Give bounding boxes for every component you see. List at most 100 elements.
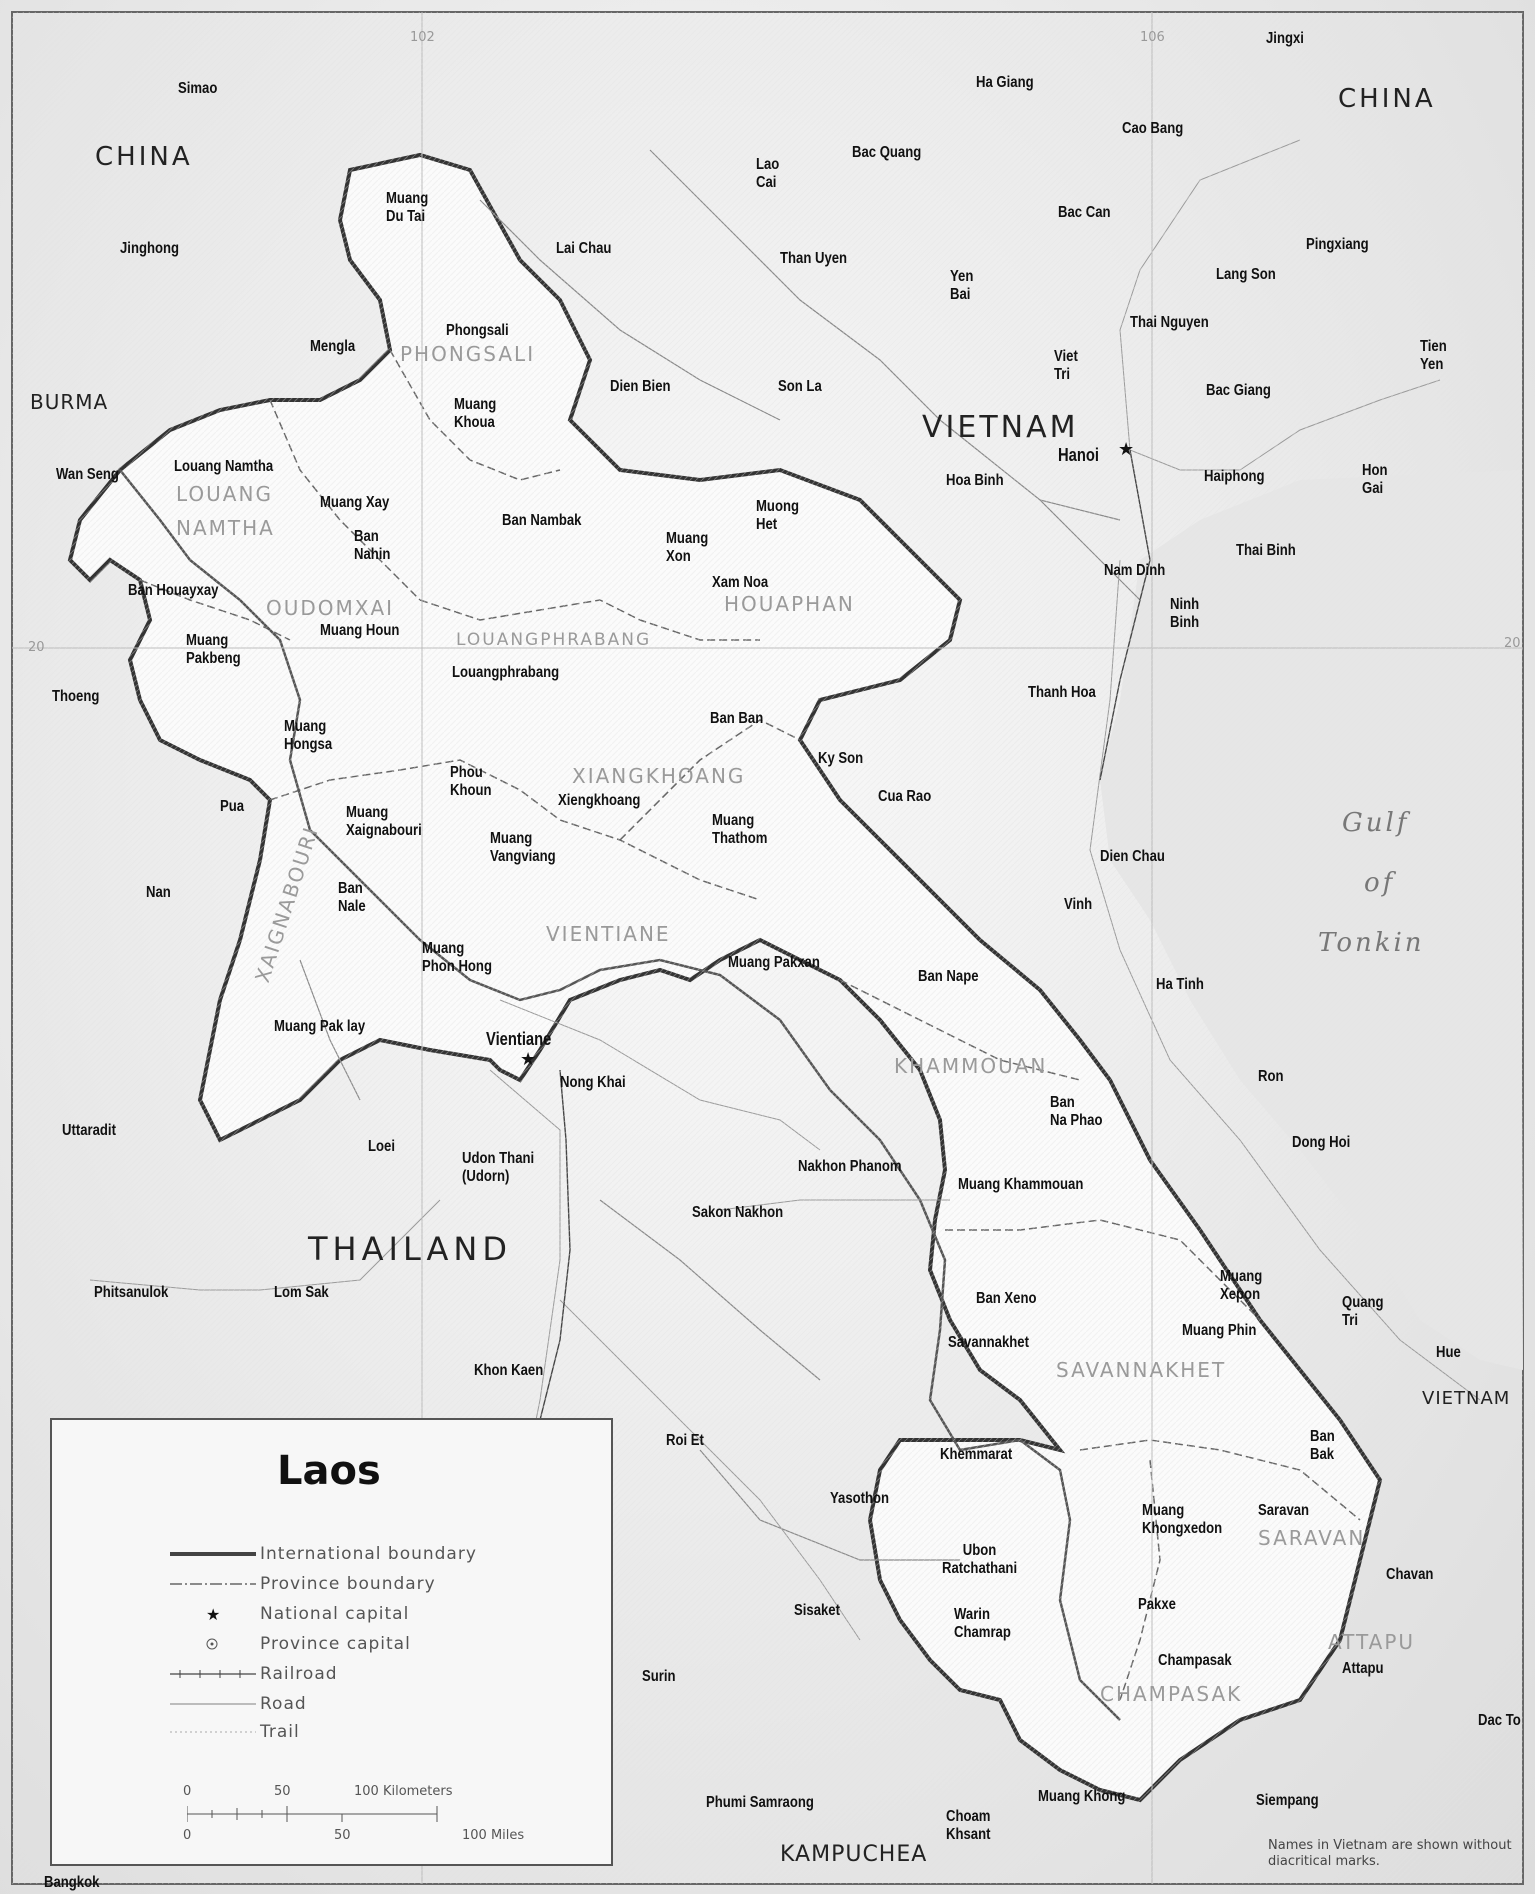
place-khemmarat: Khemmarat (940, 1446, 1013, 1463)
place-chavan: Chavan (1386, 1566, 1434, 1583)
place-dac-to: Dac To (1478, 1712, 1521, 1729)
place-xiengkhoang: Xiengkhoang (558, 792, 641, 809)
place-bangkok: Bangkok (44, 1874, 100, 1891)
place-hoa-binh: Hoa Binh (946, 472, 1004, 489)
place-cua-rao: Cua Rao (878, 788, 932, 805)
place-champasak: Champasak (1158, 1652, 1232, 1669)
scale-mi-50: 50 (334, 1828, 351, 1843)
place-ban-houayxay: Ban Houayxay (128, 582, 219, 599)
place-uttaradit: Uttaradit (62, 1122, 116, 1139)
place-ron: Ron (1258, 1068, 1284, 1085)
place-lom-sak: Lom Sak (274, 1284, 329, 1301)
place-khon-kaen: Khon Kaen (474, 1362, 544, 1379)
place-muang-khongxedon: Muang Khongxedon (1142, 1502, 1223, 1537)
place-louang-namtha: Louang Namtha (174, 458, 274, 475)
place-yen-bai: Yen Bai (950, 268, 974, 303)
place-roi-et: Roi Et (666, 1432, 704, 1449)
legend-item-road: Road (170, 1692, 550, 1716)
place-sakon-nakhon: Sakon Nakhon (692, 1204, 784, 1221)
place-muang-du-tai: Muang Du Tai (386, 190, 429, 225)
country-label-kampuchea: KAMPUCHEA (780, 1842, 928, 1867)
svg-text:★: ★ (206, 1605, 220, 1624)
place-nong-khai: Nong Khai (560, 1074, 626, 1091)
place-muang-khammouan: Muang Khammouan (958, 1176, 1084, 1193)
place-bac-quang: Bac Quang (852, 144, 922, 161)
place-dien-chau: Dien Chau (1100, 848, 1165, 865)
place-ninh-binh: Ninh Binh (1170, 596, 1200, 631)
scale-km-zero: 0 (183, 1784, 192, 1799)
legend-item-trail: Trail (170, 1720, 550, 1744)
place-sisaket: Sisaket (794, 1602, 840, 1619)
place-warin-chamrap: Warin Chamrap (954, 1606, 1011, 1641)
place-hue: Hue (1436, 1344, 1461, 1361)
place-ban-bak: Ban Bak (1310, 1428, 1335, 1463)
place-pakxe: Pakxe (1138, 1596, 1176, 1613)
scale-bar (187, 1806, 438, 1822)
place-muang-khong: Muang Khong (1038, 1788, 1126, 1805)
legend-item-province-capital: Province capital (170, 1632, 550, 1656)
place-ban-nambak: Ban Nambak (502, 512, 582, 529)
province-label-xiangkhoang: XIANGKHOANG (572, 764, 746, 788)
place-haiphong: Haiphong (1204, 468, 1265, 485)
place-vientiane: Vientiane (486, 1029, 552, 1049)
place-louangphrabang: Louangphrabang (452, 664, 560, 681)
place-ha-giang: Ha Giang (976, 74, 1034, 91)
country-label-vietnam-se: VIETNAM (1422, 1388, 1511, 1409)
grid-label-20-west: 20 (28, 640, 45, 655)
legend-item-province-boundary: Province boundary (170, 1572, 550, 1596)
legend-item-railroad: Railroad (170, 1662, 550, 1686)
place-bac-can: Bac Can (1058, 204, 1111, 221)
place-than-uyen: Than Uyen (780, 250, 848, 267)
place-muang-phin: Muang Phin (1182, 1322, 1257, 1339)
place-cao-bang: Cao Bang (1122, 120, 1184, 137)
place-nan: Nan (146, 884, 171, 901)
province-label-attapu: ATTAPU (1328, 1630, 1416, 1654)
province-label-oudomxai: OUDOMXAI (266, 596, 395, 620)
place-muang-xon: Muang Xon (666, 530, 709, 565)
railroad-icon (170, 1670, 256, 1678)
province-label-saravan: SARAVAN (1258, 1526, 1366, 1550)
place-quang-tri: Quang Tri (1342, 1294, 1384, 1329)
circled-dot-icon (206, 1638, 218, 1650)
place-muang-xaignabouri: Muang Xaignabouri (346, 804, 422, 839)
place-muang-xepon: Muang Xepon (1220, 1268, 1263, 1303)
province-label-vientiane: VIENTIANE (546, 922, 671, 946)
place-ban-na-phao: Ban Na Phao (1050, 1094, 1103, 1129)
place-viet-tri: Viet Tri (1054, 348, 1078, 383)
place-thai-binh: Thai Binh (1236, 542, 1296, 559)
place-muang-hongsa: Muang Hongsa (284, 718, 333, 753)
map-title: Laos (277, 1448, 381, 1494)
place-surin: Surin (642, 1668, 676, 1685)
place-tien-yen: Tien Yen (1420, 338, 1447, 373)
province-label-namtha: NAMTHA (176, 516, 275, 540)
place-muang-pak-lay: Muang Pak lay (274, 1018, 366, 1035)
place-hon-gai: Hon Gai (1362, 462, 1388, 497)
place-phumi-samraong: Phumi Samraong (706, 1794, 814, 1811)
place-nam-dinh: Nam Dinh (1104, 562, 1166, 579)
place-nakhon-phanom: Nakhon Phanom (798, 1158, 902, 1175)
grid-label-106: 106 (1140, 30, 1165, 45)
province-label-louang: LOUANG (176, 482, 273, 506)
place-bac-giang: Bac Giang (1206, 382, 1271, 399)
place-attapu: Attapu (1342, 1660, 1384, 1677)
country-label-vietnam: VIETNAM (922, 410, 1079, 445)
place-xam-noa: Xam Noa (712, 574, 769, 591)
place-mengla: Mengla (310, 338, 356, 355)
country-label-china-ne: CHINA (1338, 84, 1436, 114)
water-label-of: of (1364, 868, 1396, 898)
place-ban-nahin: Ban Nahin (354, 528, 391, 563)
place-son-la: Son La (778, 378, 822, 395)
place-lai-chau: Lai Chau (556, 240, 612, 257)
province-label-savannakhet: SAVANNAKHET (1056, 1358, 1227, 1382)
place-muong-het: Muong Het (756, 498, 799, 533)
map-legend: Laos International boundary Province bou… (50, 1418, 613, 1866)
place-ban-xeno: Ban Xeno (976, 1290, 1037, 1307)
place-wan-seng: Wan Seng (56, 466, 119, 483)
place-saravan: Saravan (1258, 1502, 1310, 1519)
place-muang-xay: Muang Xay (320, 494, 390, 511)
place-muang-phon-hong: Muang Phon Hong (422, 940, 492, 975)
place-jinghong: Jinghong (120, 240, 180, 257)
scale-km-100: 100 Kilometers (354, 1784, 453, 1799)
trail-icon (170, 1731, 256, 1733)
place-thai-nguyen: Thai Nguyen (1130, 314, 1209, 331)
